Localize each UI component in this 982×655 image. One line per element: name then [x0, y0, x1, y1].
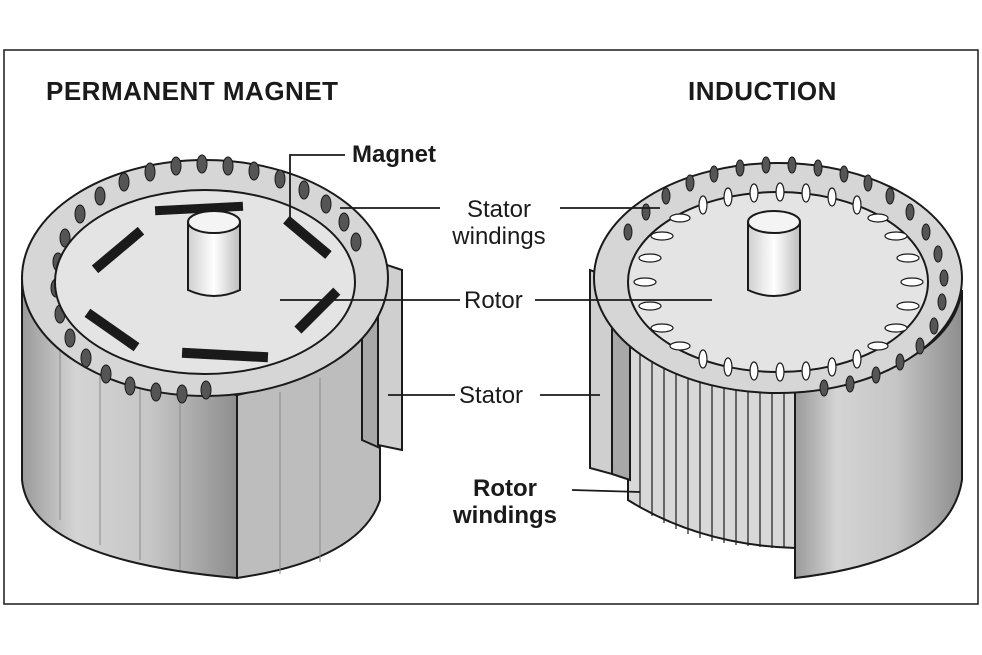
- pm-stator-windings: [50, 154, 362, 404]
- ind-shaft: [747, 221, 801, 297]
- label-stator: Stator: [459, 382, 524, 409]
- label-rotor-windings-line1: Rotor: [473, 475, 537, 502]
- label-rotor-windings: Rotor windings: [440, 475, 570, 529]
- heading-permanent-magnet: PERMANENT MAGNET: [46, 76, 339, 106]
- label-stator-windings-line1: Stator: [466, 196, 532, 223]
- leader-lines: [280, 154, 712, 493]
- pm-body-stripes: [59, 330, 321, 574]
- ind-stator-windings: [623, 156, 949, 397]
- pm-stator-slab: [377, 260, 403, 452]
- leader-magnet: [289, 154, 345, 228]
- ind-shaft-top: [747, 210, 801, 234]
- pm-magnets: [84, 201, 341, 363]
- label-magnet: Magnet: [352, 141, 436, 168]
- label-stator-windings-line2: windings: [452, 223, 546, 250]
- label-rotor-windings-line2: windings: [453, 502, 557, 529]
- label-stator-windings: Stator windings: [440, 196, 558, 250]
- pm-shaft-top: [187, 210, 241, 234]
- leader-rotor-windings: [571, 489, 641, 493]
- ind-rotor-bars: [639, 312, 785, 548]
- pm-shaft: [187, 221, 241, 297]
- ind-rotor-slots: [633, 182, 924, 382]
- induction-motor: [589, 156, 963, 580]
- label-rotor: Rotor: [464, 287, 523, 314]
- heading-induction: INDUCTION: [688, 76, 837, 106]
- permanent-magnet-motor: [21, 154, 403, 580]
